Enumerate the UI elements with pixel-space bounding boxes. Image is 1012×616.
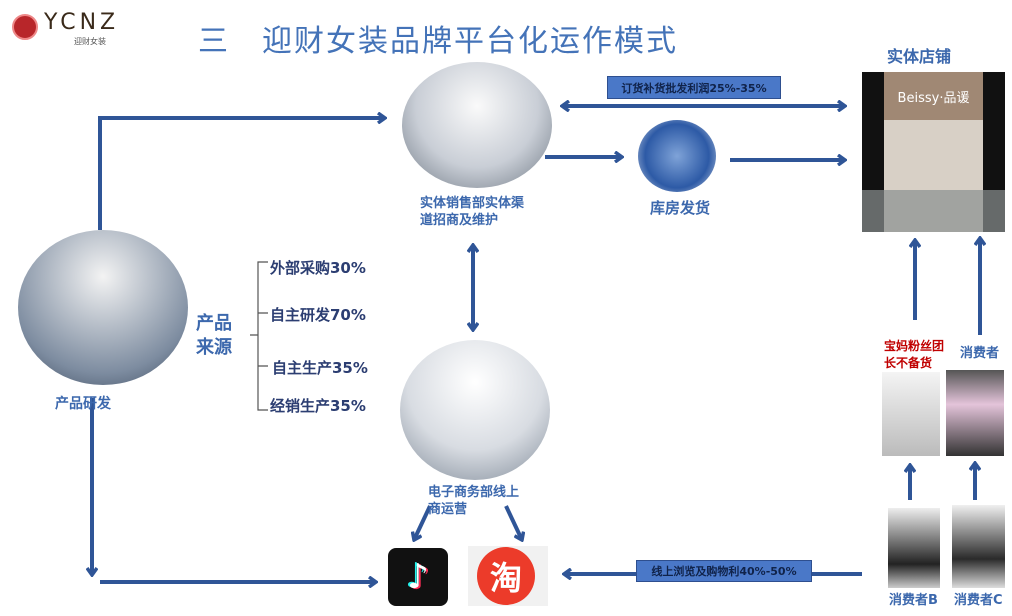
rd-office-image [18,230,188,385]
arrow-ecom-douyin [414,505,432,540]
warehouse-image [638,120,716,192]
source-item: 自主研发70% [270,306,366,324]
store-label: 实体店铺 [887,47,952,66]
group-leader-label: 宝妈粉丝团长不备货 [884,339,945,370]
logo: YCNZ 迎财女装 [12,10,162,46]
arrow-ecom-taobao [504,505,522,540]
taobao-glyph: 淘 [477,547,535,605]
consumer-c-label: 消费者C [954,593,1003,608]
consumer-label: 消费者 [960,346,1000,361]
group-leader-photo [882,372,940,456]
warehouse-label: 库房发货 [650,199,711,217]
ecommerce-label: 电子商务部线上商运营 [428,485,520,517]
consumer-photo [946,370,1004,456]
ecommerce-office-image [400,340,550,480]
source-item: 自主生产35% [272,359,368,377]
arrow-rd-to-sales [98,118,385,230]
product-source-label: 产品来源 [196,313,232,358]
logo-seal-icon [12,14,38,40]
sales-office-image [402,62,552,188]
douyin-icon[interactable]: ♪ [388,548,448,606]
logo-subtitle: 迎财女装 [74,37,106,46]
taobao-icon[interactable]: 淘 [468,546,548,606]
consumer-b-label: 消费者B [889,593,938,608]
source-item: 外部采购30% [270,259,366,277]
online-profit-box: 线上浏览及购物利40%-50% [636,560,812,582]
store-sign: Beissy·品谖 [884,72,983,120]
sales-label: 实体销售部实体渠道招商及维护 [420,196,525,228]
logo-brand: YCNZ [44,10,120,35]
store-image: Beissy·品谖 [862,72,1005,232]
rd-label: 产品研发 [55,396,111,412]
consumer-b-photo [888,508,940,588]
page-title: 三 迎财女装品牌平台化运作模式 [198,24,678,59]
consumer-c-photo [952,505,1005,588]
source-bracket [250,261,268,411]
source-item: 经销生产35% [270,397,366,415]
wholesale-profit-box: 订货补货批发利润25%-35% [607,76,781,99]
